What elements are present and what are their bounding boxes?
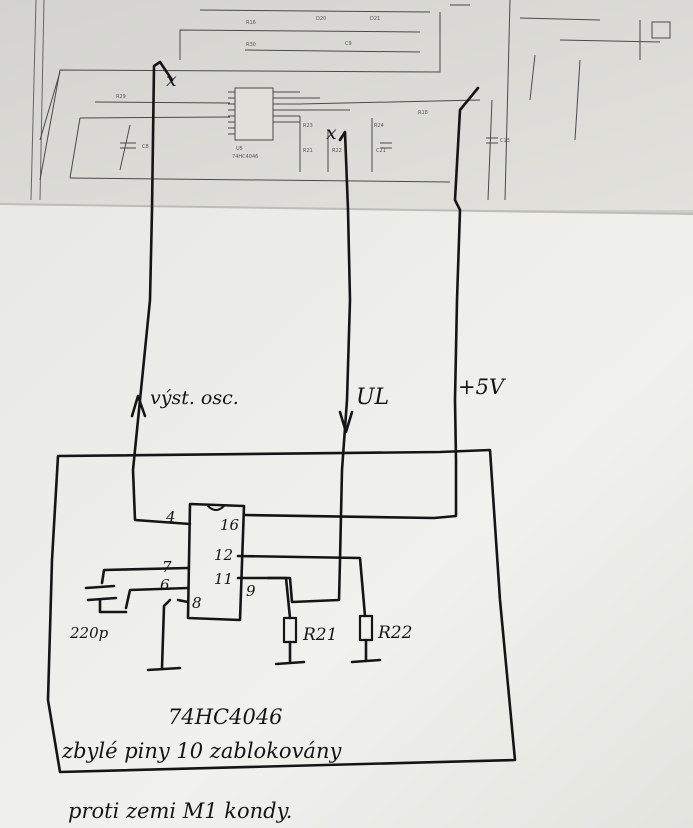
printed-label-r16: R16 <box>246 20 256 26</box>
pin-4: 4 <box>165 508 176 526</box>
printed-label-c13: C13 <box>500 138 510 144</box>
wire-pin11-r21 <box>236 576 292 620</box>
arrow-oscillator-output <box>130 394 147 418</box>
wire-vcc <box>243 86 480 520</box>
label-r21: R21 <box>302 625 337 645</box>
enclosure-box <box>46 448 517 774</box>
capacitor-plates <box>84 584 128 614</box>
pin-12: 12 <box>214 546 233 564</box>
printed-label-r29: R29 <box>116 94 126 100</box>
printed-label-r30: R30 <box>246 42 256 48</box>
printed-label-r24: R24 <box>374 123 384 129</box>
cross-mark-left: x <box>166 69 177 91</box>
wire-pin12-r22 <box>236 554 367 618</box>
pin-9: 9 <box>246 582 256 600</box>
label-chip: 74HC4046 <box>168 705 283 729</box>
printed-ic-part: 74HC4046 <box>232 154 258 160</box>
cut-marks: x x <box>166 69 337 144</box>
label-vcc: +5V <box>458 375 506 399</box>
label-oscillator-output: výst. osc. <box>150 387 239 409</box>
wire-pin7-cap <box>100 566 190 585</box>
pin-7: 7 <box>162 558 172 576</box>
printed-label-c8: C8 <box>142 144 149 150</box>
pin-16: 16 <box>220 516 240 534</box>
pin-8: 8 <box>192 594 202 612</box>
wire-oscillator-output <box>131 60 192 526</box>
wire-ul <box>266 130 352 604</box>
pin-numbers: 4 7 6 8 16 12 11 9 <box>160 508 256 612</box>
printed-label-r23: R23 <box>303 123 313 129</box>
printed-label-c9: C9 <box>345 41 352 47</box>
note-line-1: zbylé piny 10 zablokovány <box>61 739 342 763</box>
label-r22: R22 <box>377 623 412 643</box>
printed-schematic: U5 74HC4046 R16 R30 R29 R23 R21 R22 R24 … <box>39 0 671 201</box>
printed-label-d20: D20 <box>316 16 326 22</box>
pin-6: 6 <box>160 576 170 594</box>
handwritten-labels: výst. osc. UL +5V 220p R21 R22 74HC4046 … <box>61 375 506 823</box>
printed-ic-ref: U5 <box>236 146 243 152</box>
chip-body <box>186 502 246 622</box>
printed-label-c21: C21 <box>376 148 386 154</box>
label-capacitor: 220p <box>69 624 109 642</box>
printed-label-r21: R21 <box>303 148 313 154</box>
pin-11: 11 <box>214 570 233 588</box>
wire-pin6-cap <box>124 586 190 610</box>
printed-label-d21: D21 <box>370 16 380 22</box>
note-line-2: proti zemi M1 kondy. <box>68 799 292 823</box>
handwritten-wiring <box>46 60 517 774</box>
arrow-ul <box>338 410 354 434</box>
ground-symbol <box>146 666 182 672</box>
wire-pin8-ground <box>160 598 190 670</box>
printed-label-r22: R22 <box>332 148 342 154</box>
cross-mark-right: x <box>326 122 337 144</box>
label-ul: UL <box>356 385 389 410</box>
printed-label-r18: R18 <box>418 110 428 116</box>
